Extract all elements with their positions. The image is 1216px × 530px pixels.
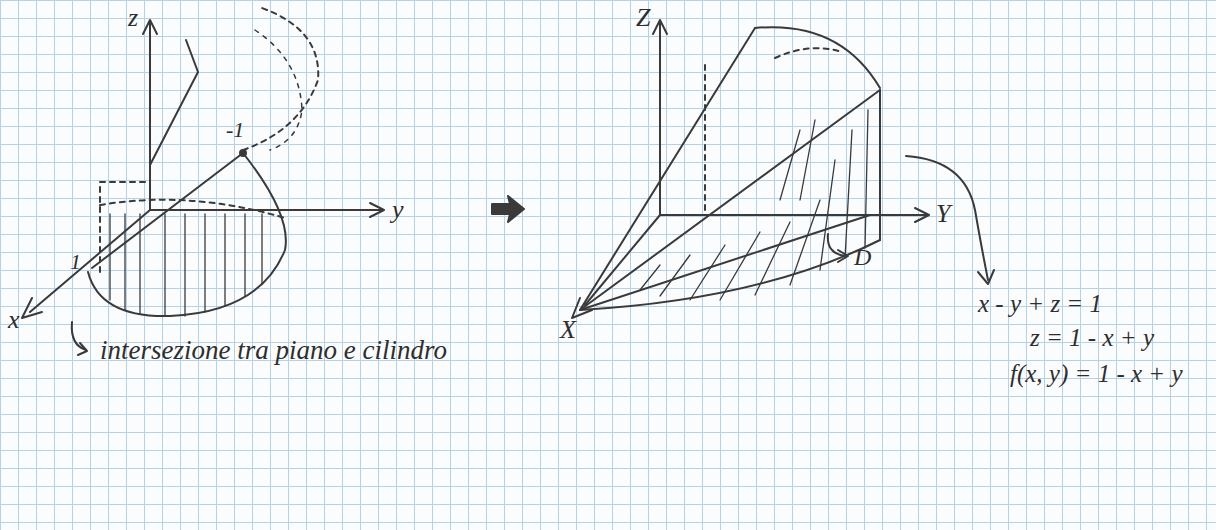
axis-label: x	[8, 306, 20, 335]
equation-text: f(x, y) = 1 - x + y	[1010, 360, 1183, 388]
region-label: D	[854, 244, 871, 270]
axis-label: y	[392, 196, 404, 225]
equation-text: z = 1 - x + y	[1030, 324, 1154, 352]
left-figure	[22, 8, 384, 355]
equation-text: x - y + z = 1	[978, 290, 1102, 318]
tick-label: -1	[226, 118, 244, 142]
axis-label: Y	[936, 200, 950, 229]
note-text: intersezione tra piano e cilindro	[100, 336, 447, 366]
transition-arrow	[492, 196, 524, 222]
tick-label: 1	[70, 250, 81, 274]
right-figure	[572, 20, 994, 318]
axis-label: Z	[636, 4, 650, 33]
axis-label: z	[128, 4, 138, 33]
axis-label: X	[560, 316, 576, 345]
